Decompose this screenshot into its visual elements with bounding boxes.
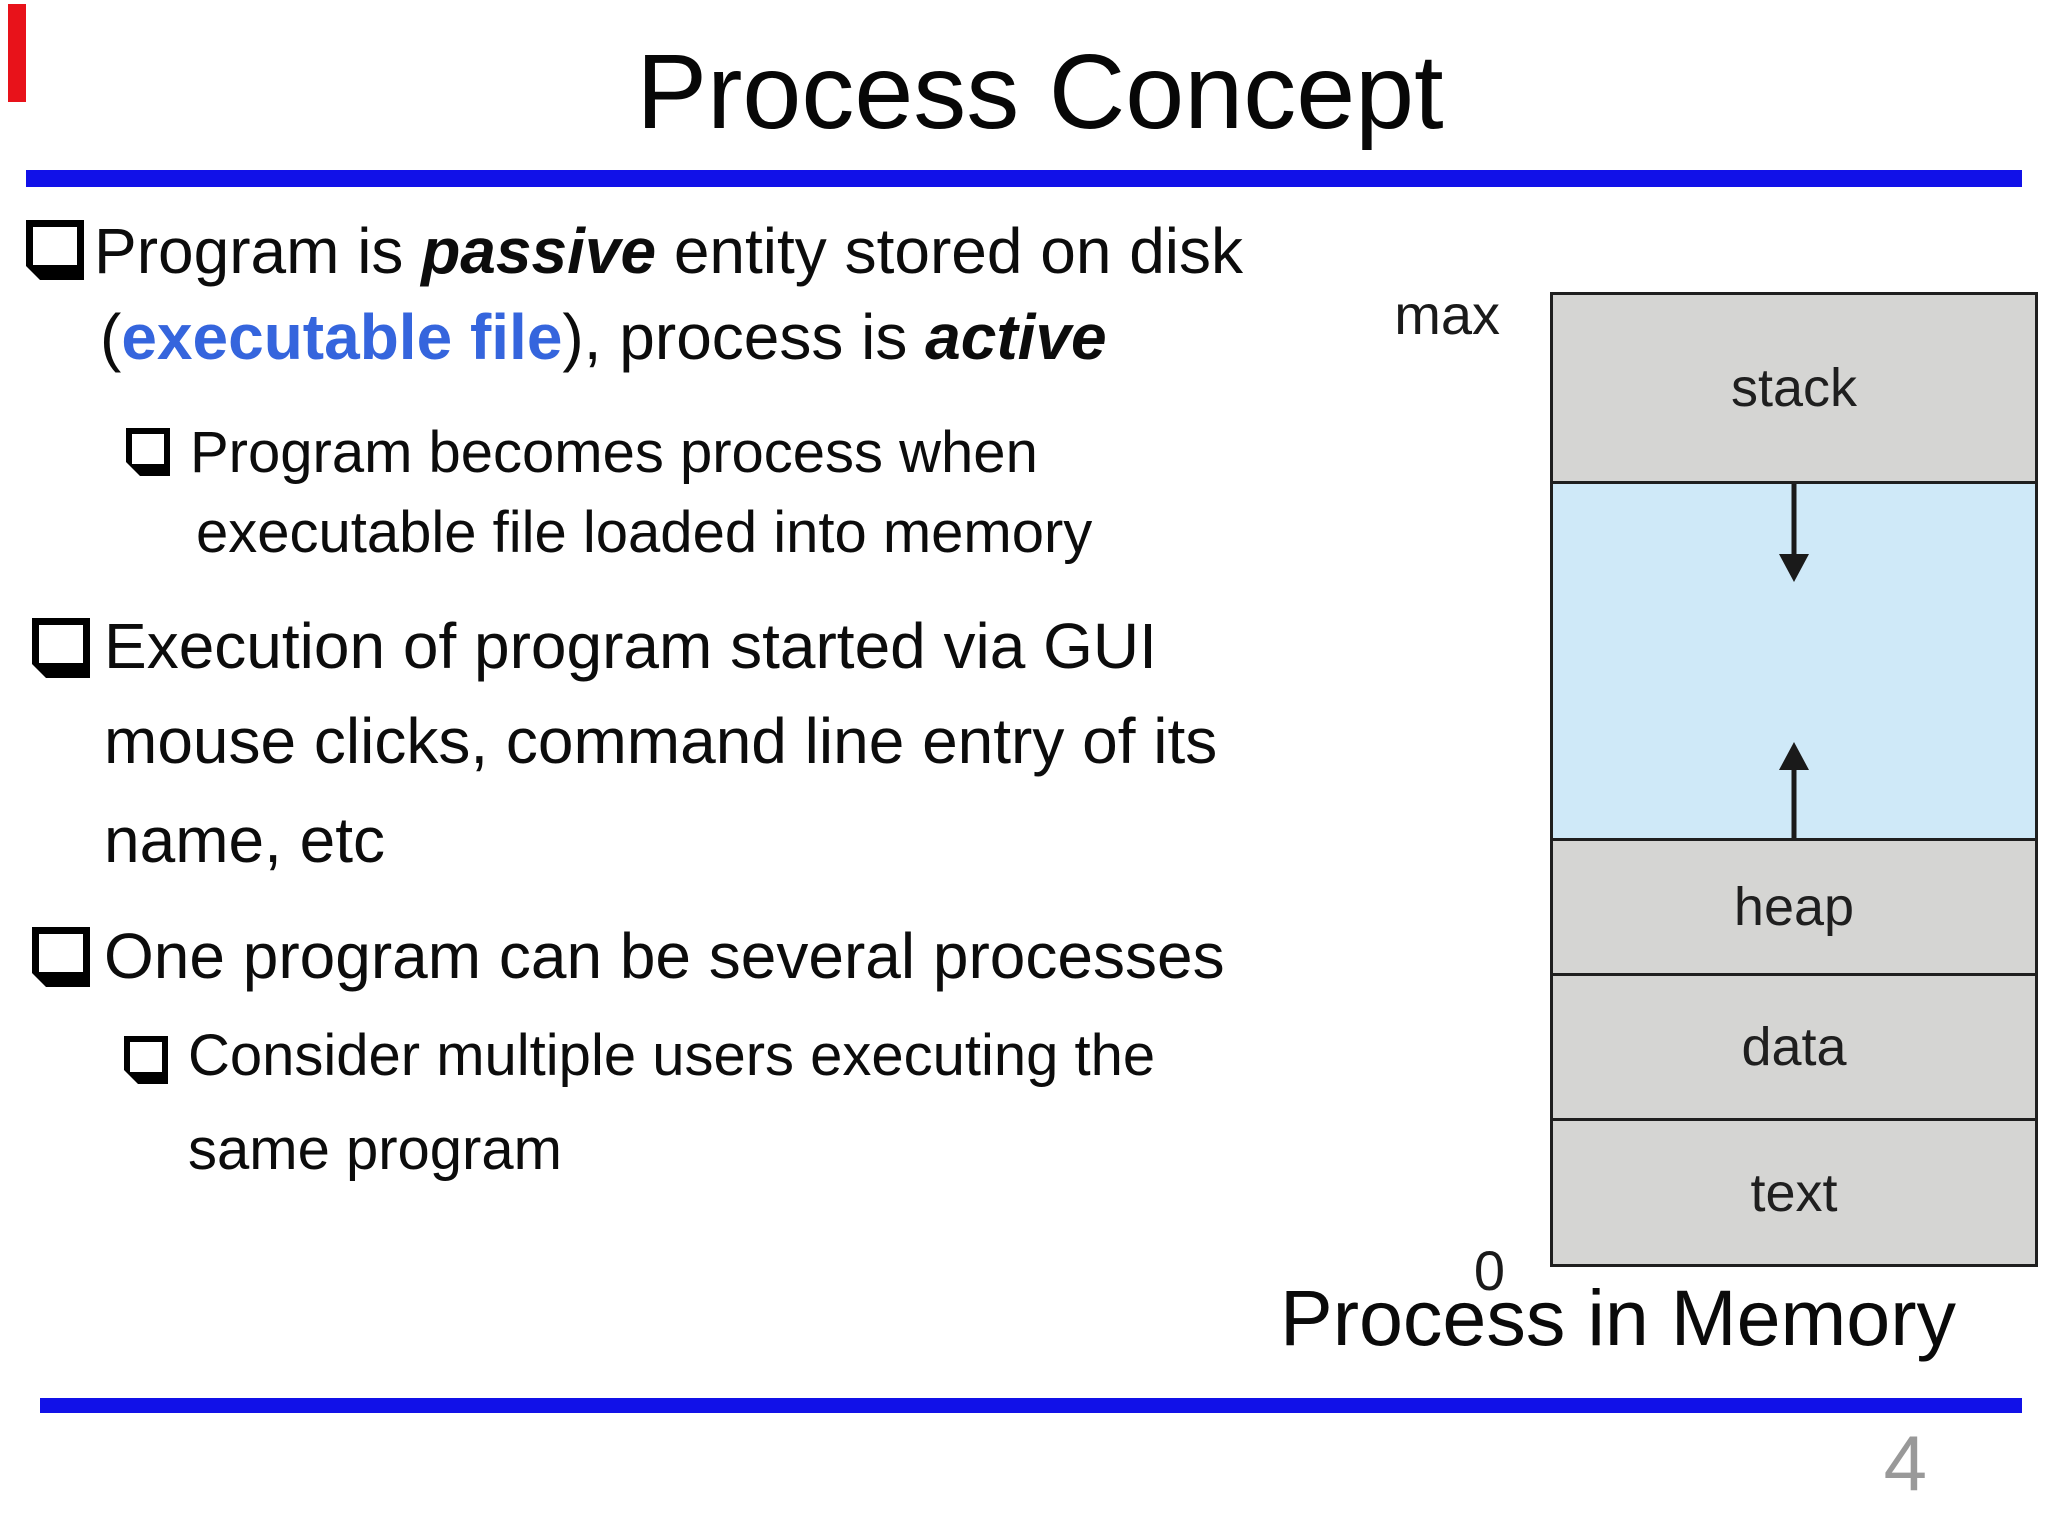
heap-label: heap — [1733, 877, 1855, 937]
bullet-square-icon — [32, 618, 90, 678]
bullet1-line1-pre: Program is — [94, 215, 422, 287]
stack-label: stack — [1730, 358, 1858, 418]
sub-bullet1-line2: executable file loaded into memory — [196, 500, 1093, 565]
bullet1-line2-keyword-executable-file: executable file — [121, 301, 563, 373]
bullet1-line1-post: entity stored on disk — [656, 215, 1243, 287]
bullet1-line2-em-active: active — [925, 301, 1107, 373]
process-memory-diagram: stack heap data text — [1550, 292, 2038, 1267]
slide-title: Process Concept — [636, 33, 1444, 151]
sub-bullet-square-icon — [126, 428, 170, 476]
axis-label-zero: 0 — [1473, 1239, 1505, 1302]
memory-section-heap: heap — [1553, 838, 2035, 973]
red-marker — [8, 4, 26, 102]
bullet1-line1-em-passive: passive — [421, 215, 657, 287]
axis-label-max: max — [1394, 283, 1500, 346]
bullet1-line2-pre: ( — [100, 301, 122, 373]
sub-bullet1-line1: Program becomes process when — [190, 420, 1038, 485]
bullet-square-icon — [26, 220, 84, 280]
stack-growth-arrow-icon — [1779, 484, 1809, 582]
memory-section-free-space — [1553, 481, 2035, 838]
sub-bullet2-line2: same program — [188, 1117, 562, 1182]
text-label: text — [1750, 1162, 1838, 1223]
memory-section-text: text — [1553, 1118, 2035, 1264]
bullet1-line1: Program is passive entity stored on disk — [94, 215, 1243, 288]
bullet1-line2-mid: ), process is — [562, 301, 926, 373]
page-number: 4 — [1883, 1419, 1927, 1507]
heap-growth-arrow-icon — [1779, 742, 1809, 838]
bullet2-line3: name, etc — [104, 804, 386, 876]
bullet2-line1: Execution of program started via GUI — [104, 610, 1157, 682]
memory-section-stack: stack — [1553, 295, 2035, 481]
bullet1-line2: (executable file), process is active — [100, 301, 1107, 374]
bullet3-line1: One program can be several processes — [104, 920, 1225, 992]
title-divider-rule — [26, 170, 2022, 187]
footer-divider-rule — [40, 1398, 2022, 1413]
bullet2-line2: mouse clicks, command line entry of its — [104, 705, 1218, 777]
bullet-square-icon — [32, 927, 90, 987]
sub-bullet2-line1: Consider multiple users executing the — [188, 1023, 1156, 1088]
diagram-caption: Process in Memory — [1280, 1273, 1957, 1362]
sub-bullet-square-icon — [124, 1036, 168, 1084]
memory-section-data: data — [1553, 973, 2035, 1118]
data-label: data — [1741, 1017, 1847, 1077]
